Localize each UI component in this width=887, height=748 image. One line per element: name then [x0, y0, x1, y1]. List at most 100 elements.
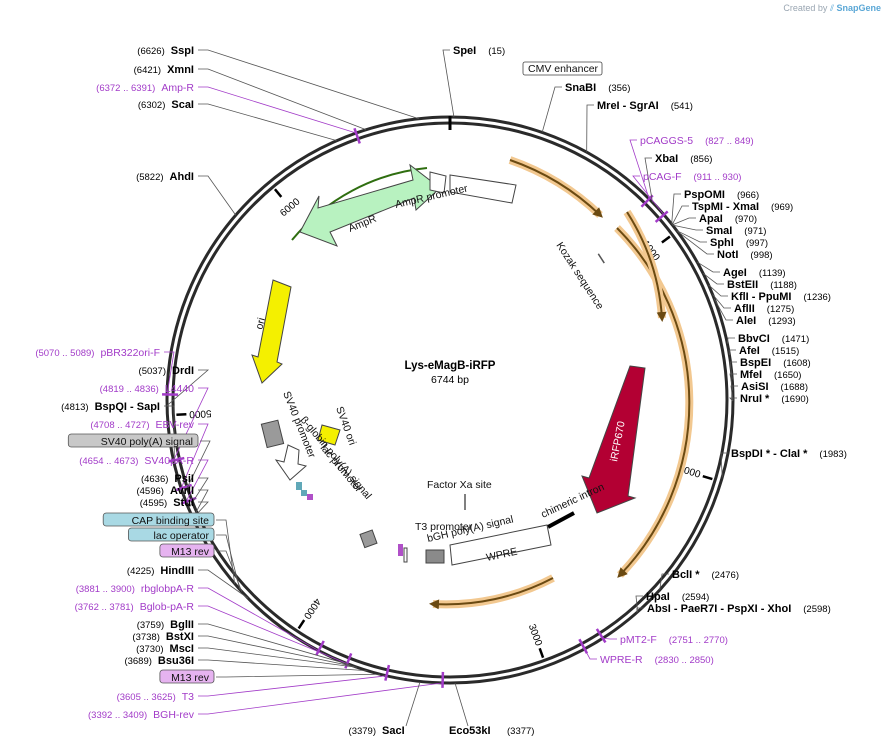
snapgene-brand: Created by ⫽ SnapGene: [783, 3, 881, 14]
tick-mark: [176, 413, 187, 417]
left-primer-label: (4708 .. 4727)EBV-rev: [90, 419, 194, 431]
left-site-pos: (6626): [137, 46, 164, 57]
right-label-pos: (971): [744, 226, 766, 237]
right-site-label: SphI (997): [710, 237, 768, 249]
right-label-pos: (970): [735, 214, 757, 225]
tick-label: 4000: [301, 596, 323, 621]
right-label-pos: (2594): [682, 592, 709, 603]
right-label-name: SphI: [710, 237, 734, 249]
right-site-label: KflI - PpuMI (1236): [731, 291, 831, 303]
right-label-pos: (997): [746, 238, 768, 249]
arc-cmv-promoter: [509, 159, 603, 218]
bottom-label-saci: SacI: [382, 725, 405, 737]
right-label-name: AleI: [736, 315, 756, 327]
arc-reverse: [429, 577, 554, 610]
right-primer-label: pCAG-F(911 .. 930): [643, 171, 741, 183]
left-primer-range: (4819 .. 4836): [100, 384, 159, 395]
right-label-name: AfeI: [739, 345, 760, 357]
right-label-name: SmaI: [706, 225, 732, 237]
left-site-pos: (4813): [61, 402, 88, 413]
left-primer-label: (3392 .. 3409)BGH-rev: [88, 709, 195, 721]
kozak-mark: [597, 253, 605, 264]
right-label-name: KflI - PpuMI: [731, 291, 792, 303]
left-leader-line: [216, 550, 243, 592]
right-leader-line: [586, 104, 594, 153]
right-leader-line: [671, 205, 689, 225]
left-site-label: (4225)HindIII: [127, 565, 194, 577]
left-label-box: [159, 669, 215, 684]
left-site-name: PsiI: [174, 473, 194, 485]
ori-arrow: [251, 279, 292, 384]
left-site-pos: (4596): [136, 486, 163, 497]
left-site-name: BglII: [170, 619, 194, 631]
primer-site-mark: [168, 456, 185, 463]
right-label-name: AgeI: [723, 267, 747, 279]
left-primer-name: SV40pA-R: [144, 455, 194, 467]
left-site-pos: (3730): [136, 644, 163, 655]
left-site-pos: (4595): [140, 498, 167, 509]
left-label-box: [67, 433, 199, 448]
left-site-label: (6626)SspI: [137, 45, 194, 57]
t3-promoter-mark: [403, 547, 408, 563]
right-label-name: MfeI: [740, 369, 762, 381]
right-label-name: AsiSI: [741, 381, 769, 393]
right-label-pos: (1293): [768, 316, 795, 327]
left-feature-label: SV40 poly(A) signal: [101, 436, 193, 448]
left-site-name: MscI: [170, 643, 194, 655]
right-label-pos: (1608): [783, 358, 810, 369]
left-primer-name: pBR322ori-F: [100, 347, 160, 359]
right-label-name: AbsI - PaeR7I - PspXI - XhoI: [647, 603, 791, 615]
tick-label: 6000: [278, 196, 302, 219]
left-site-label: (3738)BstXI: [132, 631, 194, 643]
right-site-label: AfeI(1515): [739, 345, 799, 357]
right-leader-line: [676, 230, 707, 243]
left-leader-line: [198, 623, 351, 666]
left-feature-label: M13 rev: [171, 546, 210, 558]
left-leader-line: [185, 459, 209, 502]
left-leader-line: [198, 68, 367, 131]
chimeric-intron-mark: [547, 511, 575, 529]
right-leader-line: [541, 86, 562, 133]
right-label-pos: (827 .. 849): [705, 136, 754, 147]
right-primer-label: WPRE-R(2830 .. 2850): [600, 654, 714, 666]
bottom-leader-saci: [405, 681, 421, 727]
primer-site-mark: [315, 640, 325, 656]
bottom-labels: (3379) SacI Eco53kI (3377): [349, 681, 534, 737]
right-label-name: pMT2-F: [620, 634, 657, 646]
right-leader-line: [712, 294, 731, 309]
right-site-label: SnaBI(356): [565, 82, 630, 94]
right-site-label: AsiSI(1688): [741, 381, 808, 393]
right-leader-line: [584, 648, 597, 660]
right-label-name: AflII: [734, 303, 755, 315]
arc-emagb: [626, 211, 667, 322]
feature-ori: ori: [253, 316, 268, 330]
primer-site-mark: [654, 210, 669, 223]
right-label-pos: (1275): [767, 304, 794, 315]
ampr-arrow: [299, 163, 441, 247]
left-primer-label: (3881 .. 3900)rbglobpA-R: [76, 583, 195, 595]
right-label-name: BclI *: [672, 569, 700, 581]
left-site-label: (6421)XmnI: [134, 64, 194, 76]
primer-site-mark: [640, 194, 654, 208]
tick-label: 5000: [189, 407, 212, 419]
left-primer-range: (6372 .. 6391): [96, 83, 155, 94]
snapgene-logo-icon: ⫽: [829, 3, 834, 13]
right-leader-line: [708, 284, 728, 297]
left-primer-name: BGH-rev: [153, 709, 195, 721]
left-label-box: [102, 512, 215, 527]
right-leader-line: [672, 217, 696, 226]
right-leader-line: [644, 157, 653, 203]
feature-lac-promoter: lac promoter: [318, 442, 365, 495]
right-label-name: SpeI: [453, 45, 476, 57]
right-leader-line: [629, 139, 650, 200]
right-label-name: TspMI - XmaI: [692, 201, 759, 213]
left-site-name: HindIII: [160, 565, 194, 577]
irfp670-arrow: [581, 365, 646, 514]
right-label-name: HpaI: [646, 591, 670, 603]
left-leader-line: [164, 351, 175, 395]
tick-label: 3000: [526, 623, 544, 648]
right-leader-line: [636, 607, 644, 613]
right-label-pos: (1236): [804, 292, 831, 303]
backbone-inner: [171, 121, 729, 679]
